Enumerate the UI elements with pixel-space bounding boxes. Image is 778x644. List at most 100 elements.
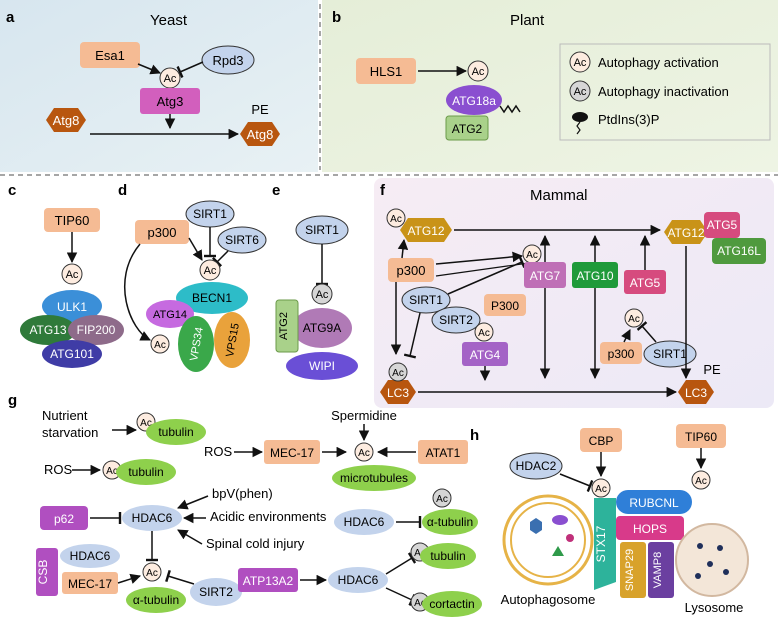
snap29-label: SNAP29 [624,549,636,591]
sirt2-oval-g [190,578,242,606]
becn1-oval [176,282,248,314]
alpha-tubulin-right-oval [422,509,478,535]
lysosome-dot [707,561,713,567]
ulk1-oval [42,290,102,322]
p300-mid-box [484,294,526,316]
p300-to-atg12-arrow [397,238,409,259]
hdac6-cortactin-inhibit [385,587,416,606]
panel-f-letter: f [380,182,386,199]
p300-label-f: p300 [397,263,426,278]
p300-to-atg7-arrow [435,251,524,265]
hdac6-right-oval [334,509,394,535]
atg12-left-hex [400,218,452,242]
panel-h: HDAC2 CBP Ac TIP60 Ac RUBCNL HOPS STX17 … [501,424,749,615]
legend-inactivation-icon [569,80,591,102]
panel-b-title: Plant [510,12,545,29]
hdac2-inhibit [559,473,594,493]
lc3-right-hex [678,380,714,404]
ac-label-h-stx17: Ac [595,484,607,495]
mec17-bottom-label: MEC-17 [68,577,112,591]
acidic-label: Acidic environments [210,509,327,524]
legend-activation-icon [569,51,591,73]
ac-circle-g-alpha-bottom [142,562,162,582]
atg13-oval [20,315,76,345]
hdac6-csb-oval [60,544,120,568]
nutrient-label: Nutrient [42,408,88,423]
hops-label: HOPS [633,522,667,536]
ac-label-f-atg7: Ac [526,250,538,261]
pe-label-f: PE [703,362,721,377]
ros-label-2: ROS [204,444,233,459]
esa1-label: Esa1 [95,48,125,63]
snap29-box [620,542,646,598]
cortactin-oval [422,591,482,617]
panel-g: Nutrient starvation Ac tubulin ROS Ac tu… [36,408,482,617]
lysosome-dot [723,569,729,575]
wipi-oval [286,352,358,380]
p300-to-atg5-arrow [621,329,631,343]
stx17-shape [594,498,616,590]
p300-arrow-d [188,237,203,261]
panel-c-letter: c [8,182,16,199]
legend-ptdins-label: PtdIns(3)P [598,112,659,127]
rubcnl-label: RUBCNL [629,496,679,510]
hdac2-oval [509,452,563,480]
tubulin-bottom-oval [420,543,476,569]
atg14-label: ATG14 [153,309,187,321]
panel-b: HLS1 Ac ATG18a ATG2 Ac Autophagy activat… [356,43,771,141]
ac-label-f-lc3: Ac [392,368,404,379]
hls1-label: HLS1 [370,64,403,79]
atg2-label-e: ATG2 [278,312,290,340]
atg5-mid-box [624,270,666,294]
cbp-label: CBP [589,434,614,448]
ac-label-g-alpha-right: Ac [436,494,448,505]
ac-label-g-alpha-bottom: Ac [146,568,158,579]
hdac6-csb-label: HDAC6 [70,549,111,563]
sirt1-bottom-oval [643,340,697,368]
panel-d: p300 SIRT1 SIRT6 Ac BECN1 ATG14 VPS34 VP… [124,200,267,372]
sirt1-label-e: SIRT1 [305,223,339,237]
atg8-left-label: Atg8 [53,113,80,128]
ac-label-f-atg12: Ac [390,214,402,225]
csb-label: CSB [36,560,50,585]
ac-circle-g-alpha-right [432,488,452,508]
sirt2-inhibit-g [165,569,195,585]
sirt1-bottom-label: SIRT1 [653,347,687,361]
microtubules-label: microtubules [340,471,408,485]
atat1-box [418,440,468,464]
atg8-right-hex [240,122,280,146]
lipid-squiggle-b [499,104,521,114]
atg9a-label: ATG9A [303,321,341,335]
panel-a-letter: a [6,9,15,26]
ac-circle-e [311,283,333,305]
hdac6-right-label: HDAC6 [344,515,385,529]
hops-box [616,516,684,540]
wipi-label: WIPI [309,359,335,373]
p300-box-f [388,258,434,282]
atg16l-box [712,238,766,264]
p300-curve-arrow-d [124,243,151,341]
vps15-label: VPS15 [224,322,242,358]
panel-e-letter: e [272,182,280,199]
p62-label: p62 [54,512,74,526]
hls1-box [356,58,416,84]
atg14-oval [146,300,194,328]
panel-g-letter: g [8,392,17,409]
legend-inactivation-ac: Ac [574,86,587,98]
atg3-box [140,88,200,114]
hdac6-bottom-oval [328,567,388,593]
ptdins-icon [572,112,588,122]
atg5-right-label: ATG5 [707,218,738,232]
stx17-label: STX17 [594,525,608,562]
ac-label-c: Ac [66,269,79,281]
ac-label-e: Ac [316,289,329,301]
ac-circle-f-atg4 [474,322,494,342]
rpd3-oval [201,45,255,75]
atg7-box [524,262,566,288]
panel-f: ATG12 Ac ATG12 ATG5 ATG16L p300 Ac SIRT1… [380,208,766,404]
ac-circle-c [61,263,83,285]
atg101-label: ATG101 [50,347,94,361]
ac-circle-f-lc3 [388,362,408,382]
